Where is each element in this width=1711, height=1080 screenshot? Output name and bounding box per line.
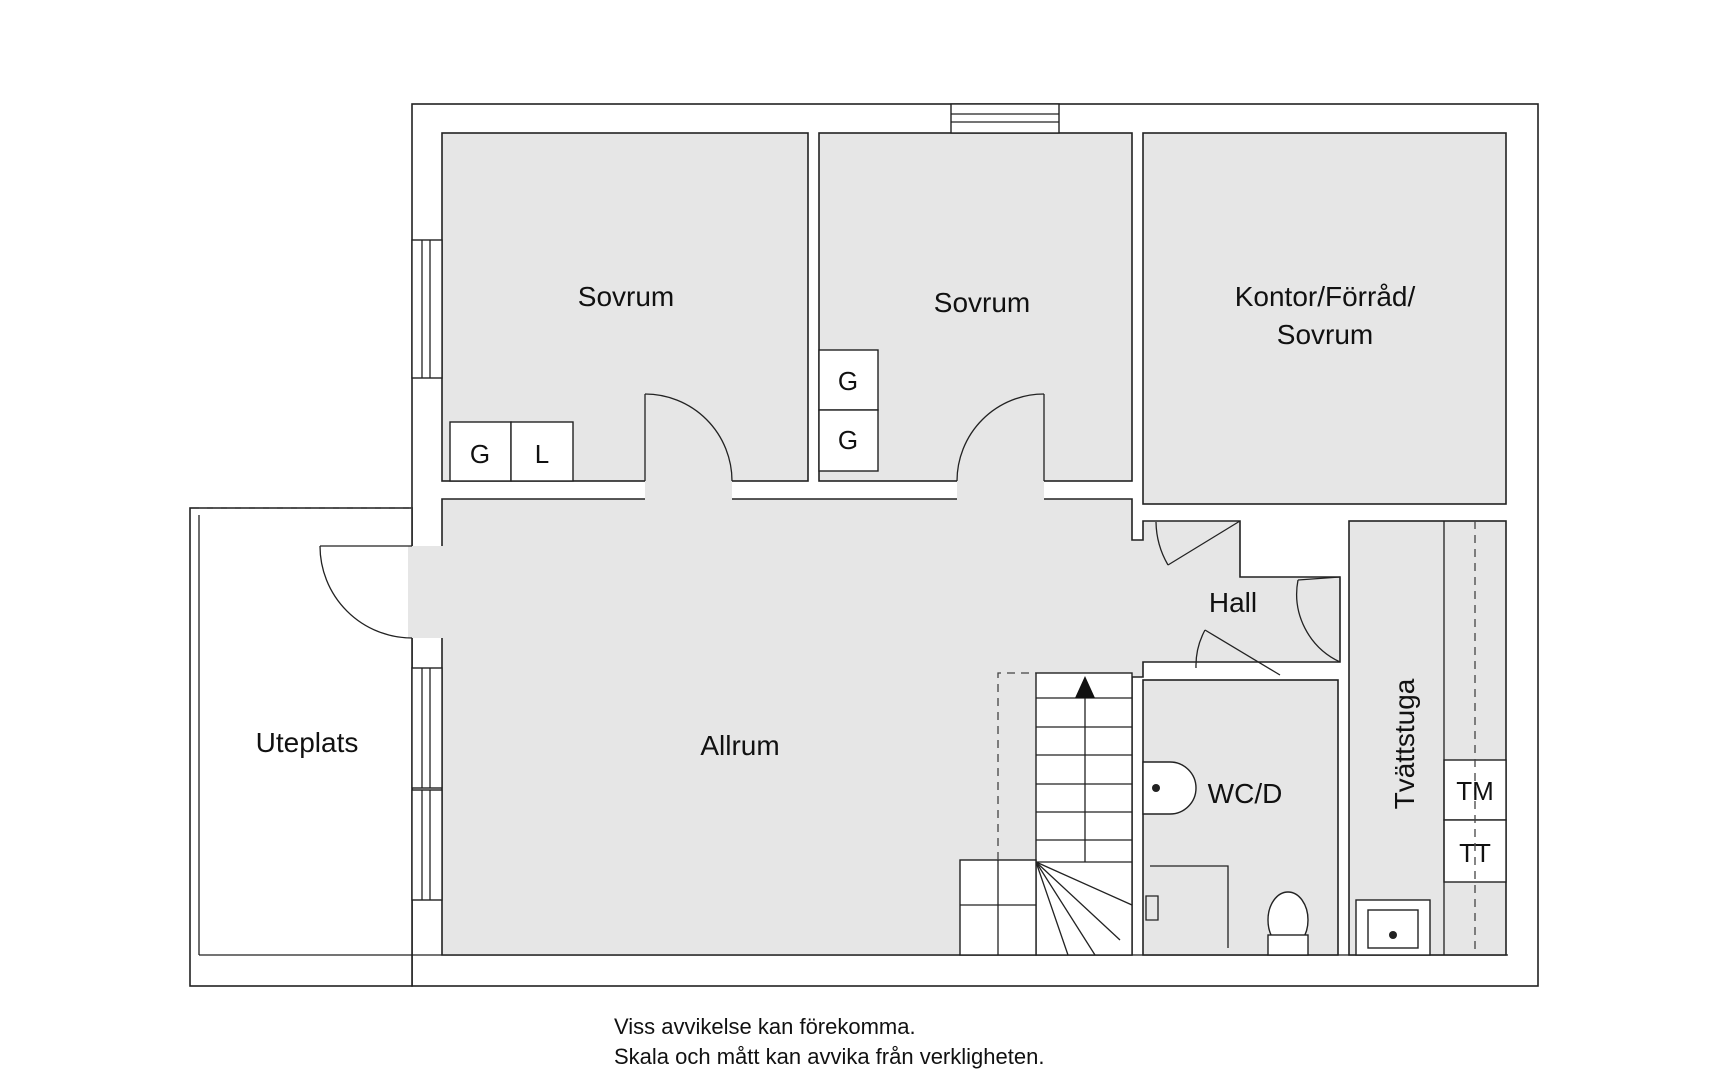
room-label-allrum: Allrum <box>700 730 779 761</box>
fixture-label-l: L <box>535 439 549 469</box>
disclaimer-note: Viss avvikelse kan förekomma. Skala och … <box>614 1012 1044 1072</box>
window-left-1 <box>411 239 443 379</box>
linen-l-box <box>510 421 574 482</box>
stairs-arrow-icon <box>1075 676 1095 698</box>
disclaimer-line-2: Skala och mått kan avvika från verklighe… <box>614 1044 1045 1069</box>
room-tvattstuga <box>1348 520 1507 956</box>
shower-hose-icon <box>1150 865 1229 948</box>
room-kontor <box>1142 132 1507 505</box>
door-swing-sovrum-1 <box>644 393 733 482</box>
door-swing-kontor <box>1155 521 1169 566</box>
door-swing-patio <box>319 545 413 639</box>
fixture-label-g2: G <box>838 366 858 396</box>
wardrobe-g3-box <box>818 409 879 472</box>
utility-sink-drain-icon <box>1389 931 1397 939</box>
fixture-label-g3: G <box>838 425 858 455</box>
toilet-tank-icon <box>1267 934 1309 956</box>
window-top <box>950 103 1060 134</box>
sink-icon <box>1142 761 1197 815</box>
wardrobe-g1-box <box>449 421 512 482</box>
room-wc <box>1142 679 1339 956</box>
wardrobe-g2-box <box>818 349 879 411</box>
door-swing-sovrum-2 <box>956 393 1045 482</box>
room-label-sovrum-2: Sovrum <box>934 287 1030 318</box>
fixture-label-g1: G <box>470 439 490 469</box>
stair-winders <box>960 860 1133 956</box>
shower-head-icon <box>1145 895 1159 921</box>
room-label-uteplats: Uteplats <box>256 727 359 758</box>
room-label-kontor-line1: Kontor/Förråd/ <box>1235 281 1416 312</box>
door-gap-patio <box>408 546 446 638</box>
door-gap-sovrum-1 <box>645 478 732 502</box>
door-gap-sovrum-2 <box>957 478 1044 502</box>
window-left-2 <box>411 667 443 789</box>
disclaimer-line-1: Viss avvikelse kan förekomma. <box>614 1014 916 1039</box>
utility-sink-basin-icon <box>1367 909 1419 949</box>
room-label-sovrum-1: Sovrum <box>578 281 674 312</box>
room-label-hall: Hall <box>1209 587 1257 618</box>
door-swing-tvatt <box>1296 579 1341 663</box>
sink-drain-icon <box>1152 784 1160 792</box>
stairs-dashed-outline <box>997 672 1036 860</box>
door-leaf-wc <box>1204 629 1281 676</box>
fixture-label-tm: TM <box>1456 776 1494 806</box>
patio-outline <box>189 507 413 987</box>
window-left-3 <box>411 789 443 901</box>
door-leaf-tvatt <box>1297 576 1341 581</box>
room-label-wc: WC/D <box>1208 778 1283 809</box>
room-label-kontor-line2: Sovrum <box>1277 319 1373 350</box>
fixture-label-tt: TT <box>1459 838 1491 868</box>
stairs-outline <box>1035 672 1133 956</box>
door-swing-wc <box>1195 629 1206 669</box>
door-leaf-kontor <box>1167 520 1241 566</box>
room-label-tvattstuga: Tvättstuga <box>1389 678 1420 809</box>
